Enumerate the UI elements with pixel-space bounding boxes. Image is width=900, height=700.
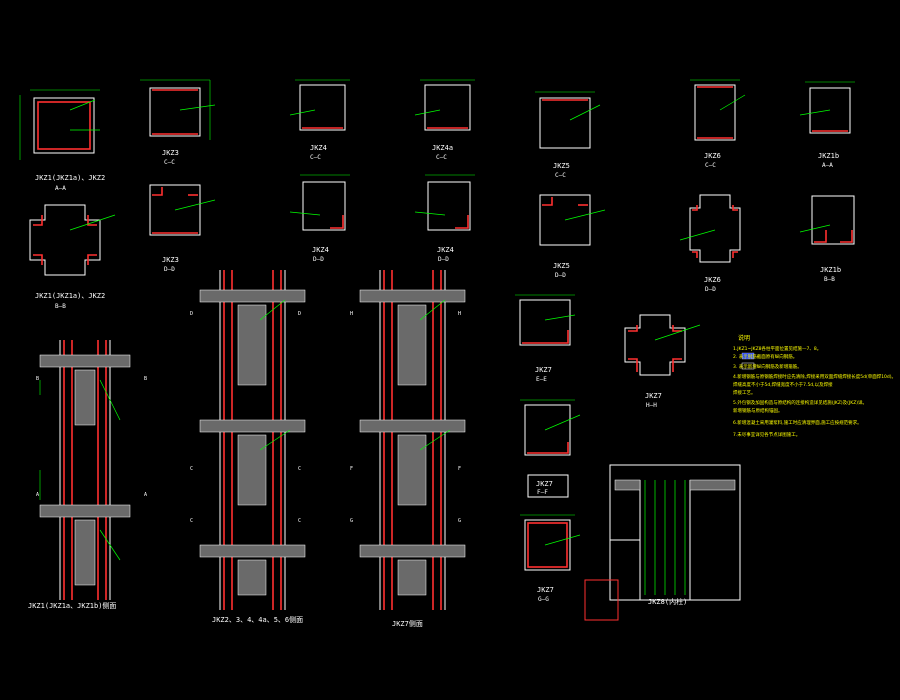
- section-jkz3-dd: JKZ3 D—D: [149, 184, 216, 273]
- label-elev-2: JKZ2、3、4、4a、5、6侧面: [212, 615, 303, 624]
- svg-text:A: A: [144, 492, 147, 498]
- svg-text:H: H: [350, 311, 353, 317]
- label-jkz6-dd: JKZ6: [704, 276, 721, 284]
- sub-jkz4-cc: C—C: [310, 154, 321, 161]
- sub-jkz4-dd: D—D: [313, 256, 324, 263]
- svg-text:G: G: [458, 518, 461, 524]
- section-jkz7-gg: JKZ7 G—G: [520, 514, 581, 603]
- section-jkz1-aa: JKZ1(JKZ1a)、JKZ2 A—A: [19, 89, 105, 192]
- section-jkz1b-aa: JKZ1b A—A: [799, 81, 855, 169]
- section-jkz5-dd: JKZ5 D—D: [539, 194, 606, 279]
- label-jkz1-aa: JKZ1(JKZ1a)、JKZ2: [35, 174, 105, 182]
- section-jkz3-cc: JKZ3 C—C: [140, 79, 216, 166]
- sub-jkz5-cc: C—C: [555, 172, 566, 179]
- section-jkz4-dd: JKZ4 D—D: [289, 174, 350, 263]
- elevation-jkz7: H H F F G G JKZ7侧面: [350, 270, 466, 628]
- label-jkz4-cc: JKZ4: [310, 144, 327, 152]
- label-jkz1b-aa: JKZ1b: [818, 152, 839, 160]
- note-3: 3. 表示新增纵向钢筋及新增箍筋。: [733, 363, 802, 370]
- label-jkz6-cc: JKZ6: [704, 152, 721, 160]
- section-jkz4a-cc: JKZ4a C—C: [414, 79, 475, 161]
- label-jkz3-dd: JKZ3: [162, 256, 179, 264]
- svg-text:C: C: [298, 518, 301, 524]
- svg-text:A: A: [36, 492, 39, 498]
- elevation-jkz1: B B A A JKZ1(JKZ1a、JKZ1b)侧面: [28, 340, 147, 610]
- sub-jkz1-aa: A—A: [55, 185, 66, 192]
- label-jkz4a-cc: JKZ4a: [432, 144, 453, 152]
- sub-jkz4a-cc: C—C: [436, 154, 447, 161]
- section-jkz1b-bb: JKZ1b B—B: [799, 195, 855, 283]
- section-jkz4b-dd: JKZ4 D—D: [414, 174, 475, 263]
- note-4c: 焊接工艺。: [733, 389, 756, 396]
- section-jkz5-cc: JKZ5 C—C: [535, 91, 601, 179]
- svg-text:D: D: [190, 311, 193, 317]
- note-4: 4.新增钢筋与原钢筋焊接时应先清除,焊接采用双面焊缝焊接长度5d(单面焊10d)…: [733, 373, 896, 380]
- label-jkz5-dd: JKZ5: [553, 262, 570, 270]
- notes-block: 说明 1.JKZ1~JKZ8各柱平面位置见结施—7、8。 2. 表示钢筋截面原有…: [733, 334, 896, 438]
- svg-text:B: B: [36, 376, 39, 382]
- label-elev-3: JKZ7侧面: [392, 619, 423, 628]
- sub-jkz7-ff: F—F: [537, 489, 548, 496]
- legend-outline-icon: [741, 362, 755, 370]
- section-jkz7-ff: JKZ7 F—F: [520, 399, 581, 498]
- section-jkz4-cc: JKZ4 C—C: [289, 79, 350, 161]
- sub-jkz3-dd: D—D: [164, 266, 175, 273]
- section-jkz7-hh: JKZ7 H—H: [624, 314, 701, 409]
- sub-jkz1b-bb: B—B: [824, 276, 835, 283]
- sub-jkz6-dd: D—D: [705, 286, 716, 293]
- section-jkz7-ee: JKZ7 E—E: [515, 294, 576, 383]
- svg-text:G: G: [350, 518, 353, 524]
- note-4b: 焊缝高度不小于5d,焊缝宽度不小于7.5d,以及焊接: [733, 381, 833, 388]
- elevation-jkz8: JKZ8(内柱): [609, 464, 741, 606]
- svg-text:C: C: [298, 466, 301, 472]
- sub-jkz1b-aa: A—A: [822, 162, 833, 169]
- section-jkz6-dd: JKZ6 D—D: [679, 194, 741, 293]
- label-jkz1b-bb: JKZ1b: [820, 266, 841, 274]
- label-jkz3-cc: JKZ3: [162, 149, 179, 157]
- sub-jkz6-cc: C—C: [705, 162, 716, 169]
- svg-text:C: C: [190, 518, 193, 524]
- sub-jkz4b-dd: D—D: [438, 256, 449, 263]
- sub-jkz5-dd: D—D: [555, 272, 566, 279]
- note-2: 2. 表示钢筋截面原有纵向钢筋。: [733, 353, 797, 360]
- label-jkz1-bb: JKZ1(JKZ1a)、JKZ2: [35, 292, 105, 300]
- note-7: 7.未尽事宜详见各节点详图施工。: [733, 431, 800, 438]
- sub-jkz7-ee: E—E: [536, 376, 547, 383]
- red-outline-box: [584, 579, 619, 621]
- section-jkz6-cc: JKZ6 C—C: [690, 79, 746, 169]
- svg-text:F: F: [350, 466, 353, 472]
- svg-text:F: F: [458, 466, 461, 472]
- notes-heading: 说明: [738, 334, 750, 342]
- sub-jkz7-gg: G—G: [538, 596, 549, 603]
- svg-text:H: H: [458, 311, 461, 317]
- sub-jkz7-hh: H—H: [646, 402, 657, 409]
- legend-blue-icon: [741, 352, 755, 360]
- elevation-jkz2: D D C C C C JKZ2、3、4、4a、5、6侧面: [190, 270, 306, 624]
- label-jkz7-gg: JKZ7: [537, 586, 554, 594]
- label-jkz7-ee: JKZ7: [535, 366, 552, 374]
- svg-text:C: C: [190, 466, 193, 472]
- label-jkz7-hh: JKZ7: [645, 392, 662, 400]
- sub-jkz3-cc: C—C: [164, 159, 175, 166]
- note-6: 6.新增混凝土采用灌浆料,施工时应清理界面,施工应按规范要求。: [733, 419, 862, 426]
- label-jkz4-dd: JKZ4: [312, 246, 329, 254]
- label-jkz7-ff: JKZ7: [536, 480, 553, 488]
- label-elev-1: JKZ1(JKZ1a、JKZ1b)侧面: [28, 601, 116, 610]
- note-1: 1.JKZ1~JKZ8各柱平面位置见结施—7、8。: [733, 345, 821, 352]
- note-5: 5.外包钢及加固构造与原结构的连接构造详见结施(JKZ)及(JKZ)详。: [733, 399, 867, 406]
- label-elev-4: JKZ8(内柱): [648, 597, 687, 606]
- svg-text:D: D: [298, 311, 301, 317]
- note-5b: 新增钢筋与原结构锚固。: [733, 407, 783, 414]
- label-jkz4b-dd: JKZ4: [437, 246, 454, 254]
- label-jkz5-cc: JKZ5: [553, 162, 570, 170]
- section-jkz1-bb: JKZ1(JKZ1a)、JKZ2 B—B: [29, 204, 116, 310]
- sub-jkz1-bb: B—B: [55, 303, 66, 310]
- svg-text:B: B: [144, 376, 147, 382]
